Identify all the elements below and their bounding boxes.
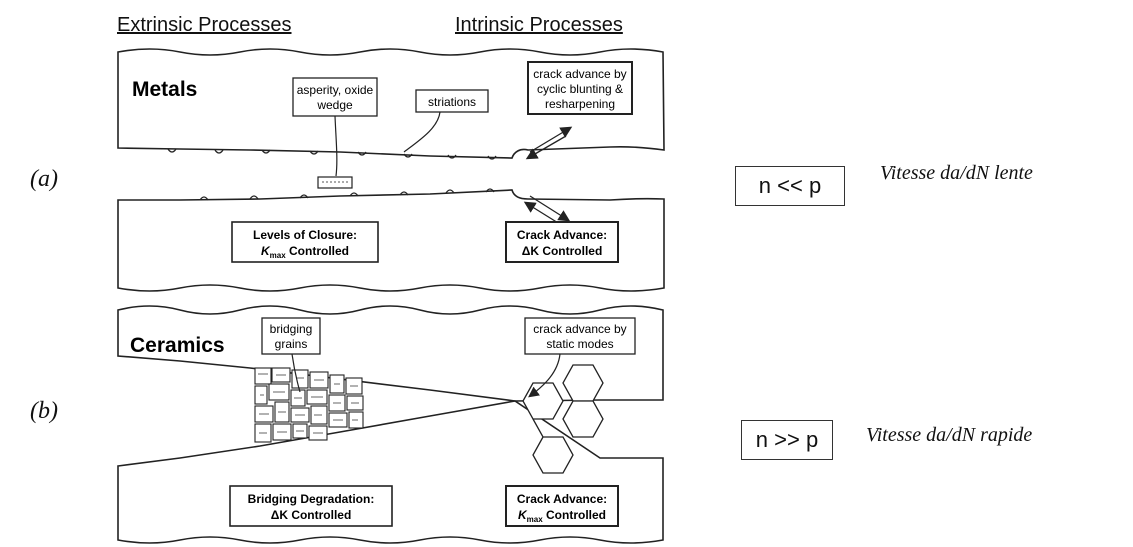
degradation-box — [229, 485, 393, 527]
advance-box-a — [505, 221, 619, 263]
ratio-box-b: n >> p — [741, 420, 833, 460]
blunting-line2: cyclic blunting & — [537, 82, 623, 96]
bridging-box — [261, 317, 321, 355]
speed-text-a: Vitesse da/dN lente — [880, 162, 1033, 184]
closure-line2: Kmax Controlled — [261, 244, 349, 260]
ceramics-lower-body — [117, 400, 664, 544]
speed-text-b: Vitesse da/dN rapide — [866, 424, 1033, 446]
advance-b-line1: Crack Advance: — [517, 492, 607, 506]
metals-panel: Metals asperity, oxide wedge striations … — [117, 48, 665, 292]
ceramics-panel: Ceramics bridging grains crack advance b… — [117, 305, 664, 544]
static-modes-box — [524, 317, 636, 355]
asperity-line1: asperity, oxide — [297, 83, 374, 97]
degradation-line1: Bridging Degradation: — [248, 492, 375, 506]
metals-title: Metals — [132, 78, 197, 101]
static-line1: crack advance by — [533, 322, 626, 336]
closure-box — [231, 221, 379, 263]
metals-upper-body — [117, 48, 665, 159]
advance-a-line2: ΔK Controlled — [522, 244, 603, 258]
asperity-line2: wedge — [316, 98, 353, 112]
advance-b-line2: Kmax Controlled — [518, 508, 606, 524]
ceramics-upper-body — [117, 305, 664, 402]
panel-a-label: (a) — [30, 166, 58, 192]
bridging-line1: bridging — [270, 322, 313, 336]
header-intrinsic: Intrinsic Processes — [455, 14, 623, 36]
advance-a-line1: Crack Advance: — [517, 228, 607, 242]
degradation-line2: ΔK Controlled — [271, 508, 352, 522]
bridging-line2: grains — [275, 337, 308, 351]
ratio-box-a: n << p — [735, 166, 845, 206]
static-line2: static modes — [546, 337, 613, 351]
advance-box-b — [505, 485, 619, 527]
blunting-box — [527, 61, 633, 115]
asperity-wedge-box — [292, 77, 378, 117]
header-extrinsic: Extrinsic Processes — [117, 14, 292, 36]
striations-box — [415, 89, 489, 113]
striations-label: striations — [428, 95, 476, 109]
blunting-line1: crack advance by — [533, 67, 626, 81]
ceramics-title: Ceramics — [130, 334, 225, 357]
blunting-line3: resharpening — [545, 97, 615, 111]
hexagonal-grains — [522, 364, 604, 474]
striation-marks — [167, 148, 497, 201]
bridging-grains-cluster — [254, 367, 364, 443]
metals-lower-body — [117, 189, 665, 292]
closure-line1: Levels of Closure: — [253, 228, 357, 242]
panel-b-label: (b) — [30, 398, 58, 424]
